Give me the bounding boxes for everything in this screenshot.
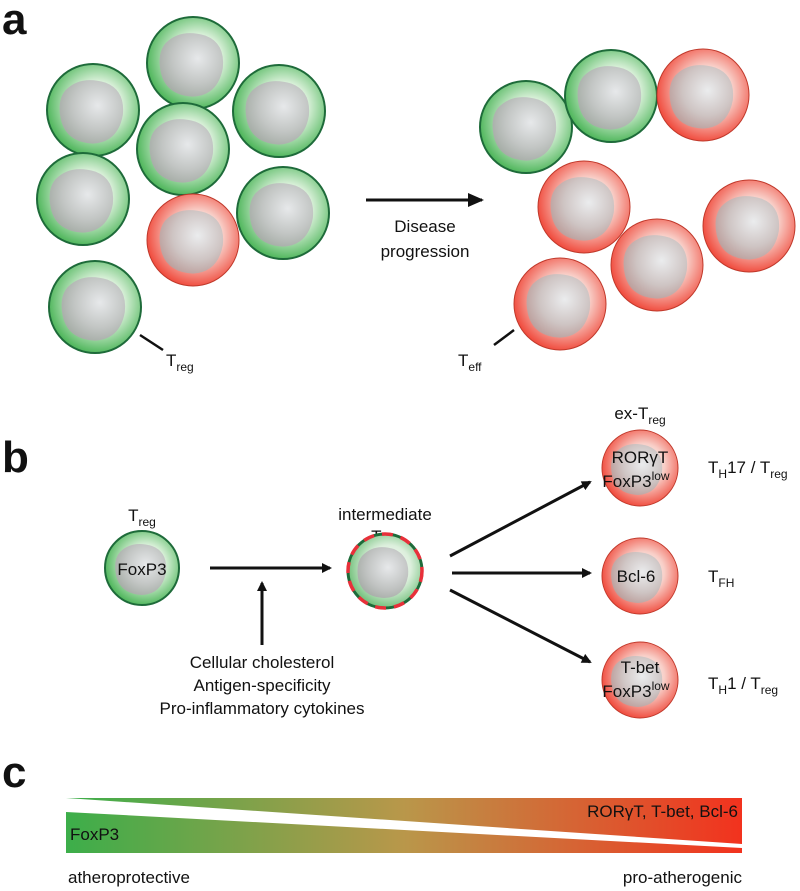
ex-treg-cell-tfh — [601, 537, 679, 615]
cell1-right-label: TH17 / Treg — [708, 458, 788, 481]
treg-cell — [146, 16, 240, 110]
ex-treg-cell-th1 — [601, 641, 679, 719]
cell-nucleus — [61, 277, 126, 341]
arrow-label-line2: progression — [381, 242, 470, 261]
cell-nucleus — [492, 97, 557, 161]
teff-cell — [146, 193, 240, 287]
intermediate-label-line1: intermediate — [338, 505, 432, 524]
panel-label-c: c — [2, 748, 26, 797]
cell-nucleus — [49, 169, 114, 233]
cell1-line2: FoxP3low — [602, 469, 669, 491]
cell-nucleus — [577, 66, 642, 130]
cell3-right-label: TH1 / Treg — [708, 674, 778, 697]
cell-nucleus — [550, 177, 615, 241]
cell-nucleus — [526, 274, 591, 338]
teff-pointer-line — [493, 329, 515, 346]
teff-label-a: Teff — [458, 351, 482, 374]
panel-label-a: a — [2, 0, 27, 44]
cell-nucleus — [623, 235, 688, 299]
cell2-text: Bcl-6 — [617, 567, 656, 586]
driver-3: Pro-inflammatory cytokines — [159, 699, 364, 718]
treg-title-b: Treg — [128, 506, 156, 529]
cell-nucleus — [159, 210, 224, 274]
arrow-to-th1 — [449, 588, 592, 664]
teff-cell — [537, 160, 631, 254]
cell-nucleus — [59, 80, 124, 144]
treg-cell — [36, 152, 130, 246]
treg-label-a: Treg — [166, 351, 194, 374]
cell-nucleus — [149, 119, 214, 183]
bar-left-text: FoxP3 — [70, 825, 119, 844]
driver-1: Cellular cholesterol — [190, 653, 335, 672]
panel-label-b: b — [2, 433, 29, 482]
treg-cell — [46, 63, 140, 157]
caption-atheroprotective: atheroprotective — [68, 868, 190, 887]
treg-cell — [564, 49, 658, 143]
treg-cell — [48, 260, 142, 354]
teff-cell — [513, 257, 607, 351]
treg-cell — [136, 102, 230, 196]
treg-cell-b — [104, 530, 180, 606]
treg-pointer-line — [139, 333, 164, 352]
ex-treg-title: ex-Treg — [614, 404, 665, 427]
arrow-label-line1: Disease — [394, 217, 455, 236]
caption-pro-atherogenic: pro-atherogenic — [623, 868, 743, 887]
cell3-line2: FoxP3low — [602, 679, 669, 701]
cell2-right-label: TFH — [708, 567, 734, 590]
teff-cell — [702, 179, 796, 273]
arrow-to-th17 — [449, 480, 592, 558]
teff-cell — [656, 48, 750, 142]
bar-right-text: RORγT, T-bet, Bcl-6 — [587, 802, 738, 821]
panel-a-cells — [36, 16, 796, 354]
treg-cell — [232, 64, 326, 158]
cell3-line1: T-bet — [621, 658, 660, 677]
cell-nucleus — [249, 183, 314, 247]
teff-cell — [610, 218, 704, 312]
treg-cell — [236, 166, 330, 260]
cell-nucleus — [669, 65, 734, 129]
driver-2: Antigen-specificity — [193, 676, 331, 695]
treg-cell — [479, 80, 573, 174]
gradient-divider — [66, 798, 742, 848]
cell1-line1: RORγT — [612, 448, 669, 467]
intermediate-treg-cell — [346, 532, 424, 610]
cell-nucleus — [159, 33, 224, 97]
ex-treg-cell-th17 — [601, 429, 679, 507]
treg-marker-text: FoxP3 — [117, 560, 166, 579]
cell-nucleus — [715, 196, 780, 260]
cell-nucleus — [245, 81, 310, 145]
